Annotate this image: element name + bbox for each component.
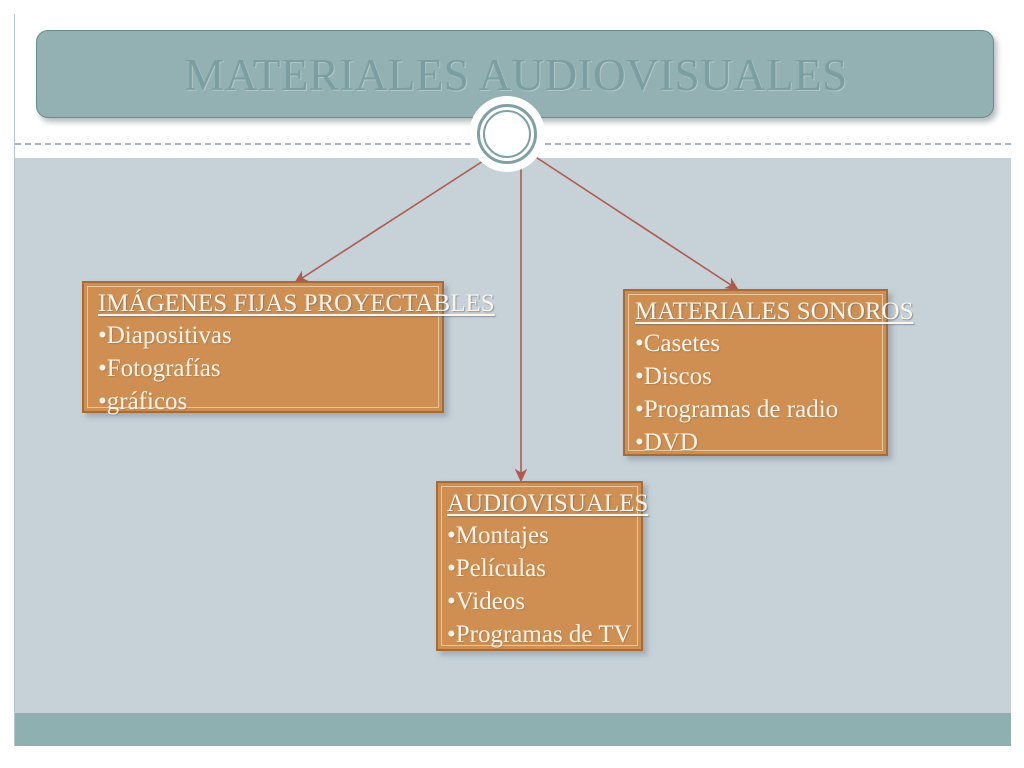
node-item: •Fotografías (98, 355, 221, 382)
node-item: •gráficos (98, 388, 188, 415)
node-item: •Diapositivas (98, 322, 232, 349)
node-item: •Programas de radio (635, 396, 839, 423)
node-item: •Videos (447, 588, 526, 615)
node-title: MATERIALES SONOROS (635, 298, 914, 325)
node-content-imagenes-fijas: IMÁGENES FIJAS PROYECTABLES •Diapositiva… (98, 288, 638, 418)
node-box-imagenes-fijas[interactable] (82, 281, 444, 413)
hub-outer-ring-icon (477, 104, 537, 164)
node-title: IMÁGENES FIJAS PROYECTABLES (98, 290, 495, 317)
node-item: •DVD (635, 429, 698, 456)
node-content-materiales-sonoros: MATERIALES SONOROS •Casetes •Discos •Pro… (635, 296, 1024, 459)
node-item: •Películas (447, 555, 547, 582)
node-item: •Montajes (447, 522, 549, 549)
node-title: AUDIOVISUALES (447, 490, 649, 517)
hub-inner-ring-icon[interactable] (483, 110, 531, 158)
page-title: MATERIALES AUDIOVISUALES (184, 50, 848, 100)
node-item: •Discos (635, 363, 712, 390)
node-box-audiovisuales[interactable] (436, 481, 643, 651)
node-item: •Casetes (635, 330, 721, 357)
footer-bar (15, 713, 1011, 746)
node-content-audiovisuales: AUDIOVISUALES •Montajes •Películas •Vide… (447, 488, 987, 651)
node-box-materiales-sonoros[interactable] (623, 289, 888, 456)
node-item: •Programas de TV (447, 621, 632, 648)
